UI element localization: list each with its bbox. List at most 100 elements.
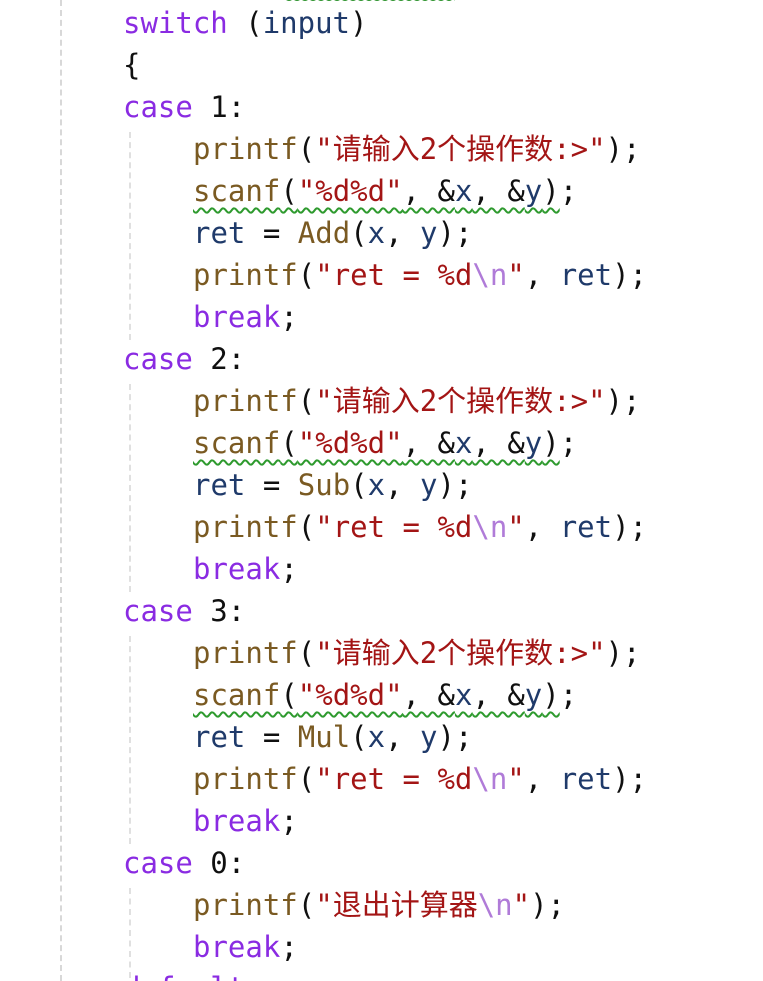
code-token: = bbox=[245, 216, 298, 250]
code-token: input bbox=[262, 6, 350, 40]
code-token: { bbox=[123, 48, 141, 82]
code-token: \n bbox=[472, 510, 508, 544]
code-token: \n bbox=[472, 258, 508, 292]
code-token: ); bbox=[530, 888, 566, 922]
code-line[interactable]: { bbox=[123, 45, 140, 85]
code-token: y bbox=[420, 720, 438, 754]
code-token: ( bbox=[280, 426, 298, 460]
code-line[interactable]: case 1: bbox=[123, 87, 245, 127]
code-token: printf bbox=[193, 384, 298, 418]
code-token: scanf bbox=[193, 174, 281, 208]
code-token: 1: bbox=[192, 90, 246, 124]
code-token: , & bbox=[402, 426, 455, 460]
code-token: x bbox=[454, 678, 473, 712]
code-line[interactable]: printf("请输入2个操作数:>"); bbox=[193, 129, 640, 169]
code-token: case bbox=[123, 846, 193, 880]
code-token: ); bbox=[605, 636, 641, 670]
code-token: , bbox=[385, 216, 421, 250]
code-token: case bbox=[123, 342, 193, 376]
code-token: ( bbox=[297, 258, 316, 292]
code-line[interactable]: break; bbox=[193, 297, 298, 337]
code-token: ret bbox=[193, 720, 246, 754]
code-token: = bbox=[245, 468, 298, 502]
code-token: ( bbox=[297, 510, 316, 544]
code-token: ( bbox=[350, 720, 368, 754]
code-token: , & bbox=[472, 426, 525, 460]
case-3-indent-guide bbox=[129, 636, 131, 844]
code-token: " bbox=[507, 258, 525, 292]
code-token: break bbox=[193, 552, 281, 586]
code-token: ; bbox=[559, 426, 578, 460]
error-squiggle bbox=[285, 0, 455, 5]
warning-squiggle: scanf("%d%d", &x, &y) bbox=[193, 426, 560, 460]
code-line[interactable]: printf("ret = %d\n", ret); bbox=[193, 759, 647, 799]
code-line[interactable]: printf("ret = %d\n", ret); bbox=[193, 255, 647, 295]
code-token: break bbox=[193, 300, 281, 334]
code-token: y bbox=[524, 426, 543, 460]
code-line[interactable]: ret = Add(x, y); bbox=[193, 213, 472, 253]
code-token: ( bbox=[297, 888, 316, 922]
code-token: ret bbox=[193, 468, 246, 502]
code-token: ret bbox=[559, 258, 613, 292]
code-line[interactable]: printf("请输入2个操作数:>"); bbox=[193, 633, 640, 673]
code-token: case bbox=[123, 90, 193, 124]
code-token: Mul bbox=[297, 720, 351, 754]
code-line[interactable]: scanf("%d%d", &x, &y); bbox=[193, 675, 577, 715]
code-token: " bbox=[507, 510, 525, 544]
code-line[interactable]: printf("退出计算器\n"); bbox=[193, 885, 565, 925]
case-1-indent-guide bbox=[129, 132, 131, 340]
code-token: ); bbox=[437, 216, 473, 250]
code-token: ( bbox=[297, 384, 316, 418]
code-token: ( bbox=[227, 6, 263, 40]
code-token: , & bbox=[472, 678, 525, 712]
code-line[interactable]: printf("请输入2个操作数:>"); bbox=[193, 381, 640, 421]
code-token: ret bbox=[559, 762, 613, 796]
code-line[interactable]: break; bbox=[193, 549, 298, 589]
code-token: ; bbox=[280, 804, 298, 838]
code-line[interactable]: break; bbox=[193, 927, 298, 967]
code-token: ( bbox=[280, 174, 298, 208]
code-token: x bbox=[454, 174, 473, 208]
code-line[interactable]: switch (input) bbox=[123, 3, 367, 43]
code-token: 3: bbox=[192, 594, 246, 628]
code-token: break bbox=[193, 930, 281, 964]
code-token: 2: bbox=[192, 342, 246, 376]
code-token: ( bbox=[297, 762, 316, 796]
code-token: 0: bbox=[192, 846, 246, 880]
code-line[interactable]: printf("ret = %d\n", ret); bbox=[193, 507, 647, 547]
code-token: x bbox=[367, 720, 386, 754]
code-token: "ret = %d bbox=[315, 258, 473, 292]
code-token: ); bbox=[605, 384, 641, 418]
code-token: "%d%d" bbox=[297, 174, 403, 208]
code-token: "请输入2个操作数:>" bbox=[315, 384, 606, 418]
code-token: y bbox=[420, 216, 438, 250]
code-line[interactable]: scanf("%d%d", &x, &y); bbox=[193, 423, 577, 463]
code-line[interactable]: break; bbox=[193, 801, 298, 841]
code-token: ret bbox=[193, 216, 246, 250]
code-token: ; bbox=[559, 678, 578, 712]
code-token: scanf bbox=[193, 678, 281, 712]
code-token: ); bbox=[612, 258, 647, 292]
code-line[interactable]: ret = Mul(x, y); bbox=[193, 717, 472, 757]
gutter-indent-guide bbox=[60, 0, 62, 981]
code-token: ; bbox=[280, 930, 298, 964]
code-token: ) bbox=[542, 678, 560, 712]
code-token: ( bbox=[350, 468, 368, 502]
code-line[interactable]: case 3: bbox=[123, 591, 245, 631]
code-token: "ret = %d bbox=[315, 510, 473, 544]
code-token: ( bbox=[280, 678, 298, 712]
code-line[interactable]: case 2: bbox=[123, 339, 245, 379]
code-token: ) bbox=[542, 174, 560, 208]
code-token: ) bbox=[542, 426, 560, 460]
code-token: printf bbox=[193, 888, 298, 922]
code-line[interactable]: ret = Sub(x, y); bbox=[193, 465, 472, 505]
code-token: "退出计算器 bbox=[315, 888, 478, 922]
code-line[interactable]: scanf("%d%d", &x, &y); bbox=[193, 171, 577, 211]
code-line[interactable]: case 0: bbox=[123, 843, 245, 883]
warning-squiggle: scanf("%d%d", &x, &y) bbox=[193, 174, 560, 208]
code-token: ( bbox=[297, 636, 316, 670]
code-token: ; bbox=[559, 174, 578, 208]
code-token: "%d%d" bbox=[297, 678, 403, 712]
code-token: ); bbox=[437, 468, 473, 502]
